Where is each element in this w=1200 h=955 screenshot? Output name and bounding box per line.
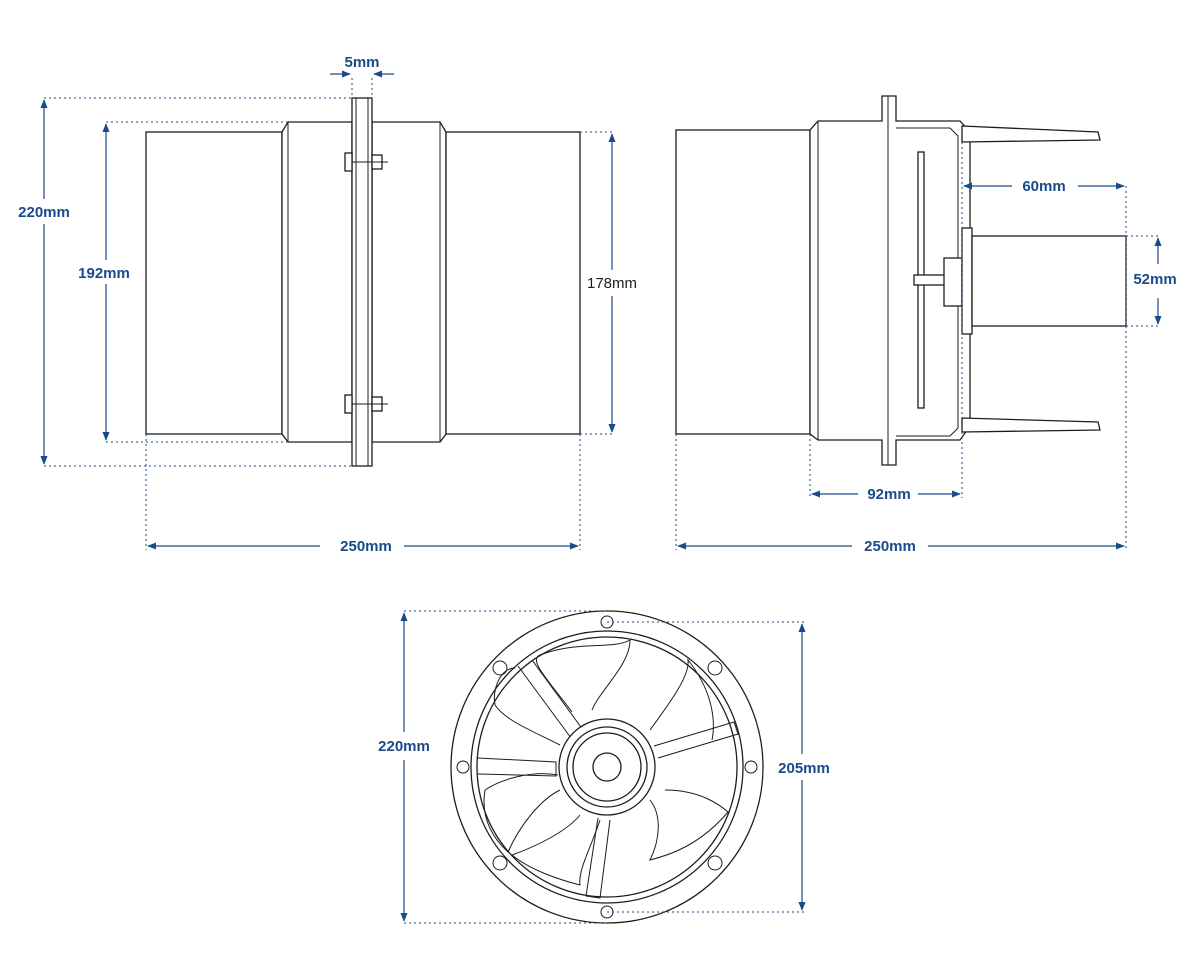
dim-label-side-duct-height: 178mm <box>587 275 637 292</box>
front-hub-bore <box>592 752 622 782</box>
section-hub <box>943 257 963 307</box>
section-strut-bottom <box>961 417 1101 433</box>
section-motor-mount <box>961 227 973 335</box>
side-right-duct <box>445 131 581 435</box>
side-flange-plate <box>351 97 373 467</box>
side-body-left <box>281 121 353 443</box>
section-view <box>675 95 1127 466</box>
front-view <box>450 610 764 924</box>
side-body-right <box>371 121 447 443</box>
dimension-labels: 5mm 220mm 192mm 178mm 250mm 60mm 52mm 92… <box>18 54 1177 777</box>
dim-label-side-length: 250mm <box>340 538 392 555</box>
section-intake-duct <box>675 129 811 435</box>
side-bolt-bottom <box>344 394 388 414</box>
section-shaft <box>913 274 949 286</box>
dim-label-motor-offset: 60mm <box>1022 178 1065 195</box>
dim-label-side-body-height: 192mm <box>78 265 130 282</box>
dim-label-front-bolt-circle: 205mm <box>778 760 830 777</box>
dim-label-front-outer-diameter: 220mm <box>378 738 430 755</box>
dim-label-side-flange-height: 220mm <box>18 204 70 221</box>
side-bolt-top <box>344 152 388 172</box>
section-motor <box>971 235 1127 327</box>
dim-label-section-length: 250mm <box>864 538 916 555</box>
dimension-lines <box>40 70 1162 924</box>
dim-label-flange-thickness: 5mm <box>344 54 379 71</box>
side-left-duct <box>145 131 283 435</box>
dim-label-motor-diameter: 52mm <box>1133 271 1176 288</box>
dim-label-housing-length: 92mm <box>867 486 910 503</box>
side-view <box>145 97 581 467</box>
front-duct-ring <box>476 636 738 898</box>
front-inner-ring <box>470 630 744 904</box>
section-strut-top <box>961 125 1101 143</box>
